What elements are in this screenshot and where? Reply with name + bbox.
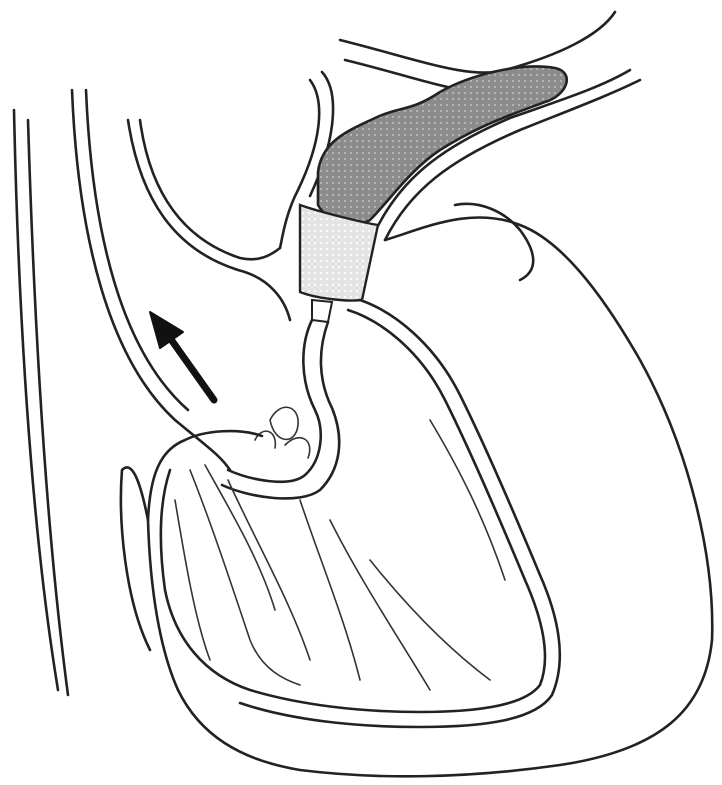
flow-arrow: [150, 312, 214, 400]
dark-embolus: [318, 67, 567, 226]
aorta: [72, 90, 290, 470]
ventricle-cavity: [161, 300, 560, 727]
trabeculae: [175, 420, 505, 690]
valve-leaflets: [255, 407, 310, 458]
heart-outline: [121, 204, 712, 776]
chest-wall-lines: [14, 110, 68, 695]
catheter-balloon: [300, 205, 378, 322]
